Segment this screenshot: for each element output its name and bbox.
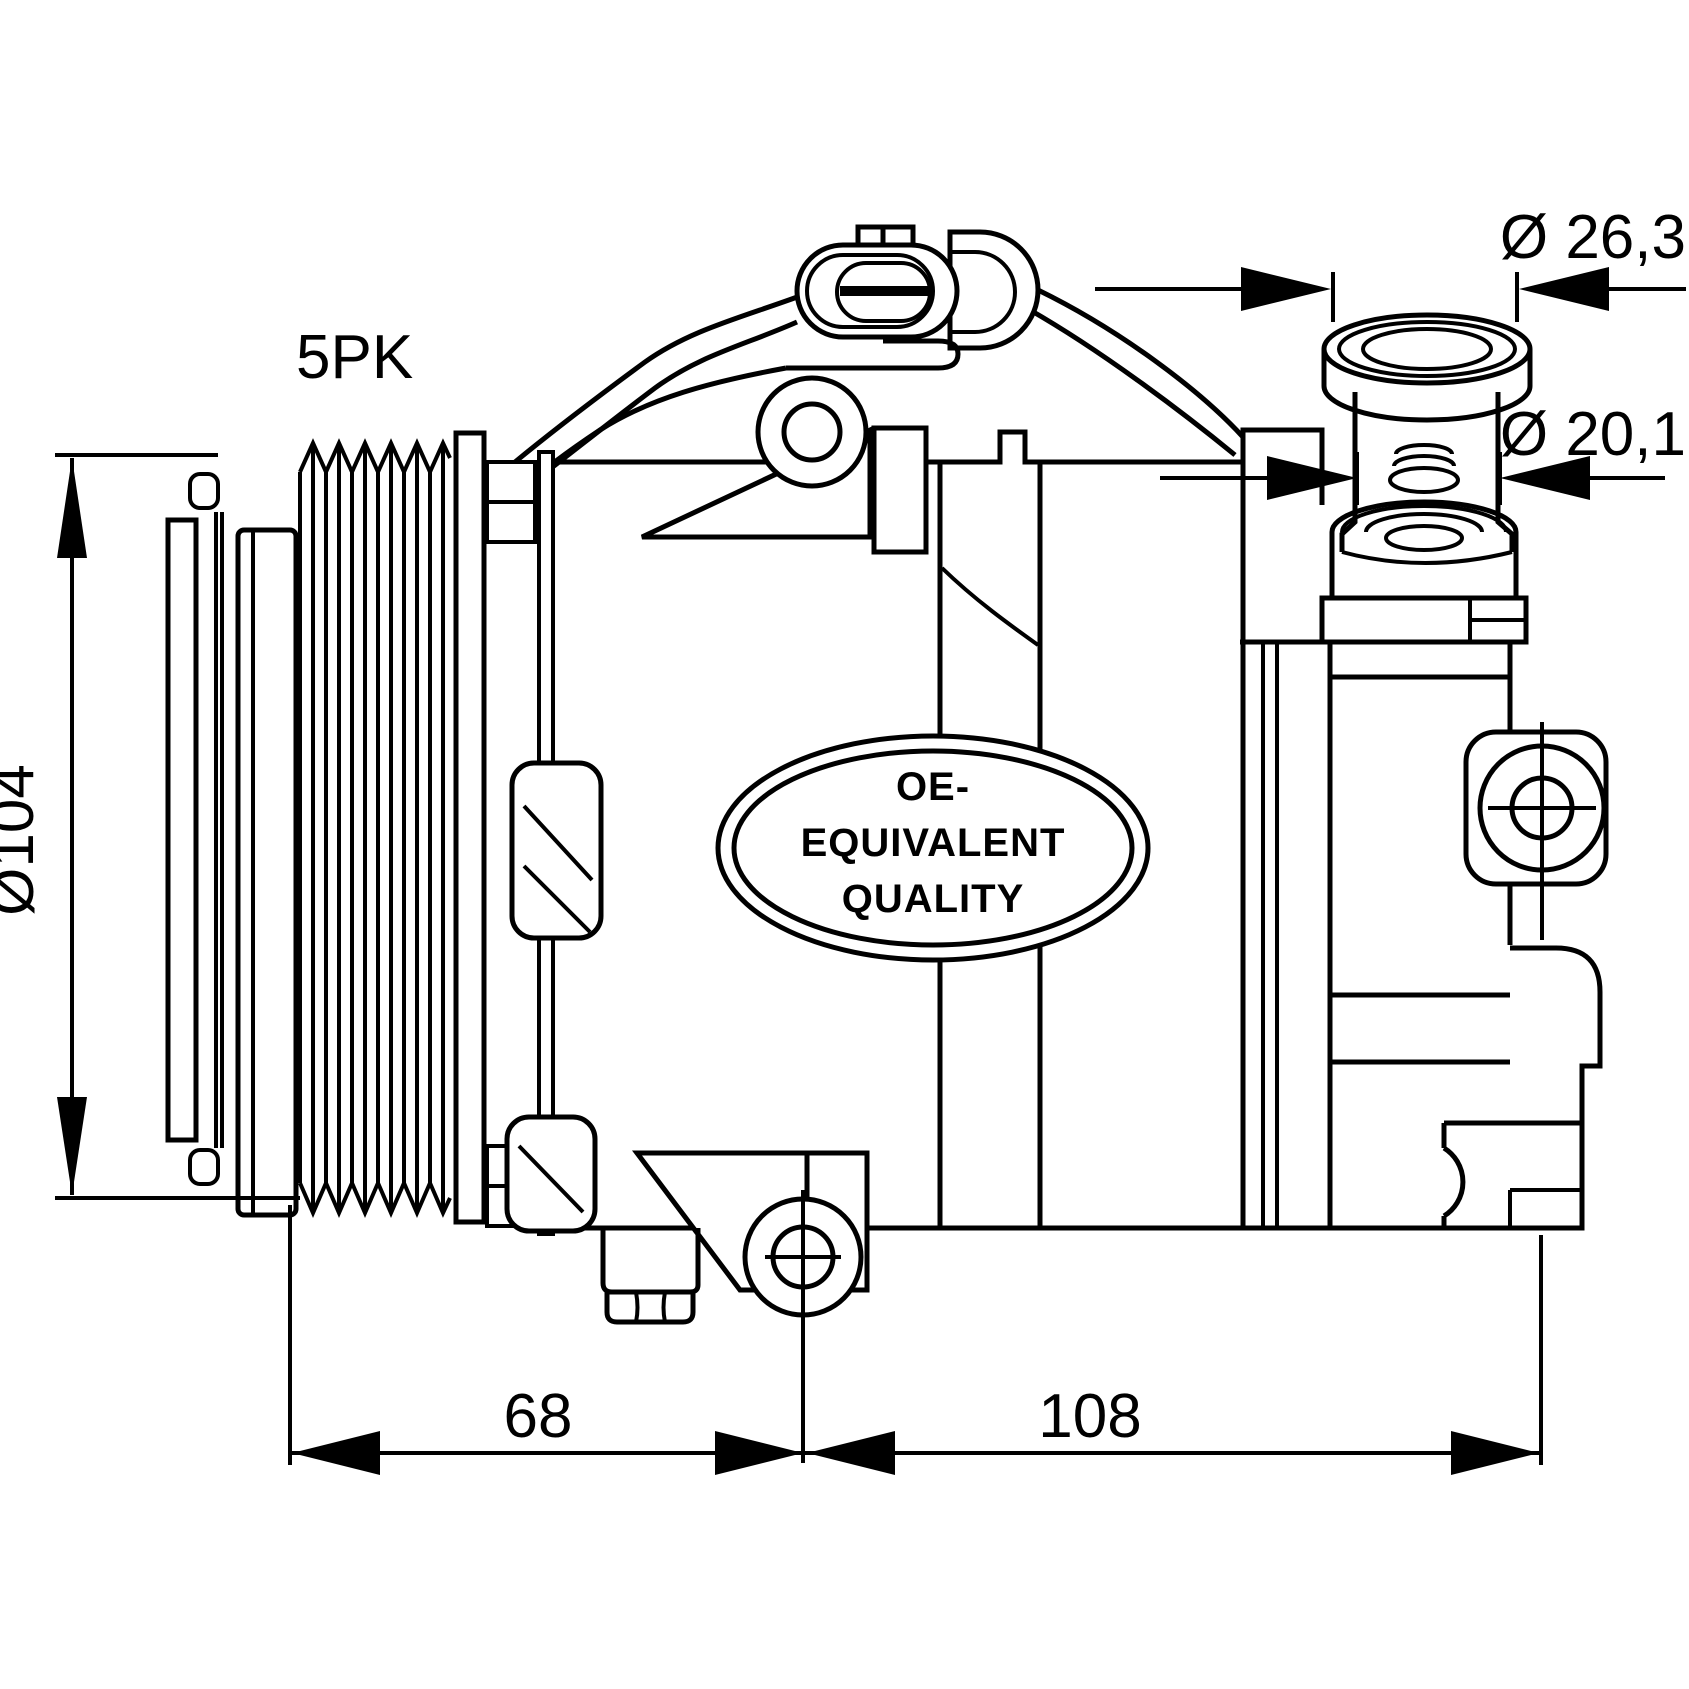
port-outer-diameter-label: Ø 26,3 <box>1500 203 1686 272</box>
top-bolt-hole <box>781 401 843 463</box>
fitting-thread-hole <box>1388 466 1460 494</box>
damper-block <box>504 1114 598 1234</box>
belt-grooves <box>298 438 452 1219</box>
dim-front-length: 68 <box>288 1190 805 1475</box>
rear-bolt-crosshair <box>1488 722 1596 940</box>
pulley <box>165 430 487 1225</box>
hex-bolt-head <box>604 1289 696 1325</box>
pulley-back-plate <box>165 517 199 1143</box>
port-inner-diameter-label: Ø 20,1 <box>1500 400 1686 469</box>
front-mounting-ear <box>640 375 929 555</box>
dim-port-inner: Ø 20,1 <box>1160 400 1686 505</box>
stamp-line1: OE- <box>896 765 970 809</box>
oe-stamp: OE- EQUIVALENT QUALITY <box>715 733 1151 963</box>
electrical-connector <box>786 224 1041 371</box>
stamp-outer-ellipse <box>715 733 1151 963</box>
clutch-hub <box>485 450 604 1236</box>
stamp-line2: EQUIVALENT <box>801 821 1066 865</box>
dim-pulley-diameter: Ø104 <box>0 453 300 1200</box>
connector-right-lobe <box>947 229 1041 351</box>
rear-housing <box>1240 639 1609 1231</box>
pulley-rear-rim <box>453 430 487 1225</box>
dim-rear-length: 108 <box>805 1235 1543 1475</box>
stamp-line3: QUALITY <box>842 877 1025 921</box>
discharge-port <box>1319 499 1529 645</box>
stamp-inner-ellipse <box>731 748 1135 948</box>
pulley-diameter-label: Ø104 <box>0 764 47 916</box>
top-ear-block <box>871 425 929 555</box>
clutch-front-plate <box>235 527 299 1218</box>
dim-port-outer: Ø 26,3 <box>1095 203 1686 322</box>
rear-length-label: 108 <box>1038 1382 1141 1451</box>
front-length-label: 68 <box>504 1382 573 1451</box>
damper-block <box>509 760 604 941</box>
mounting-foot <box>600 1228 701 1325</box>
belt-type-label: 5PK <box>296 323 413 392</box>
